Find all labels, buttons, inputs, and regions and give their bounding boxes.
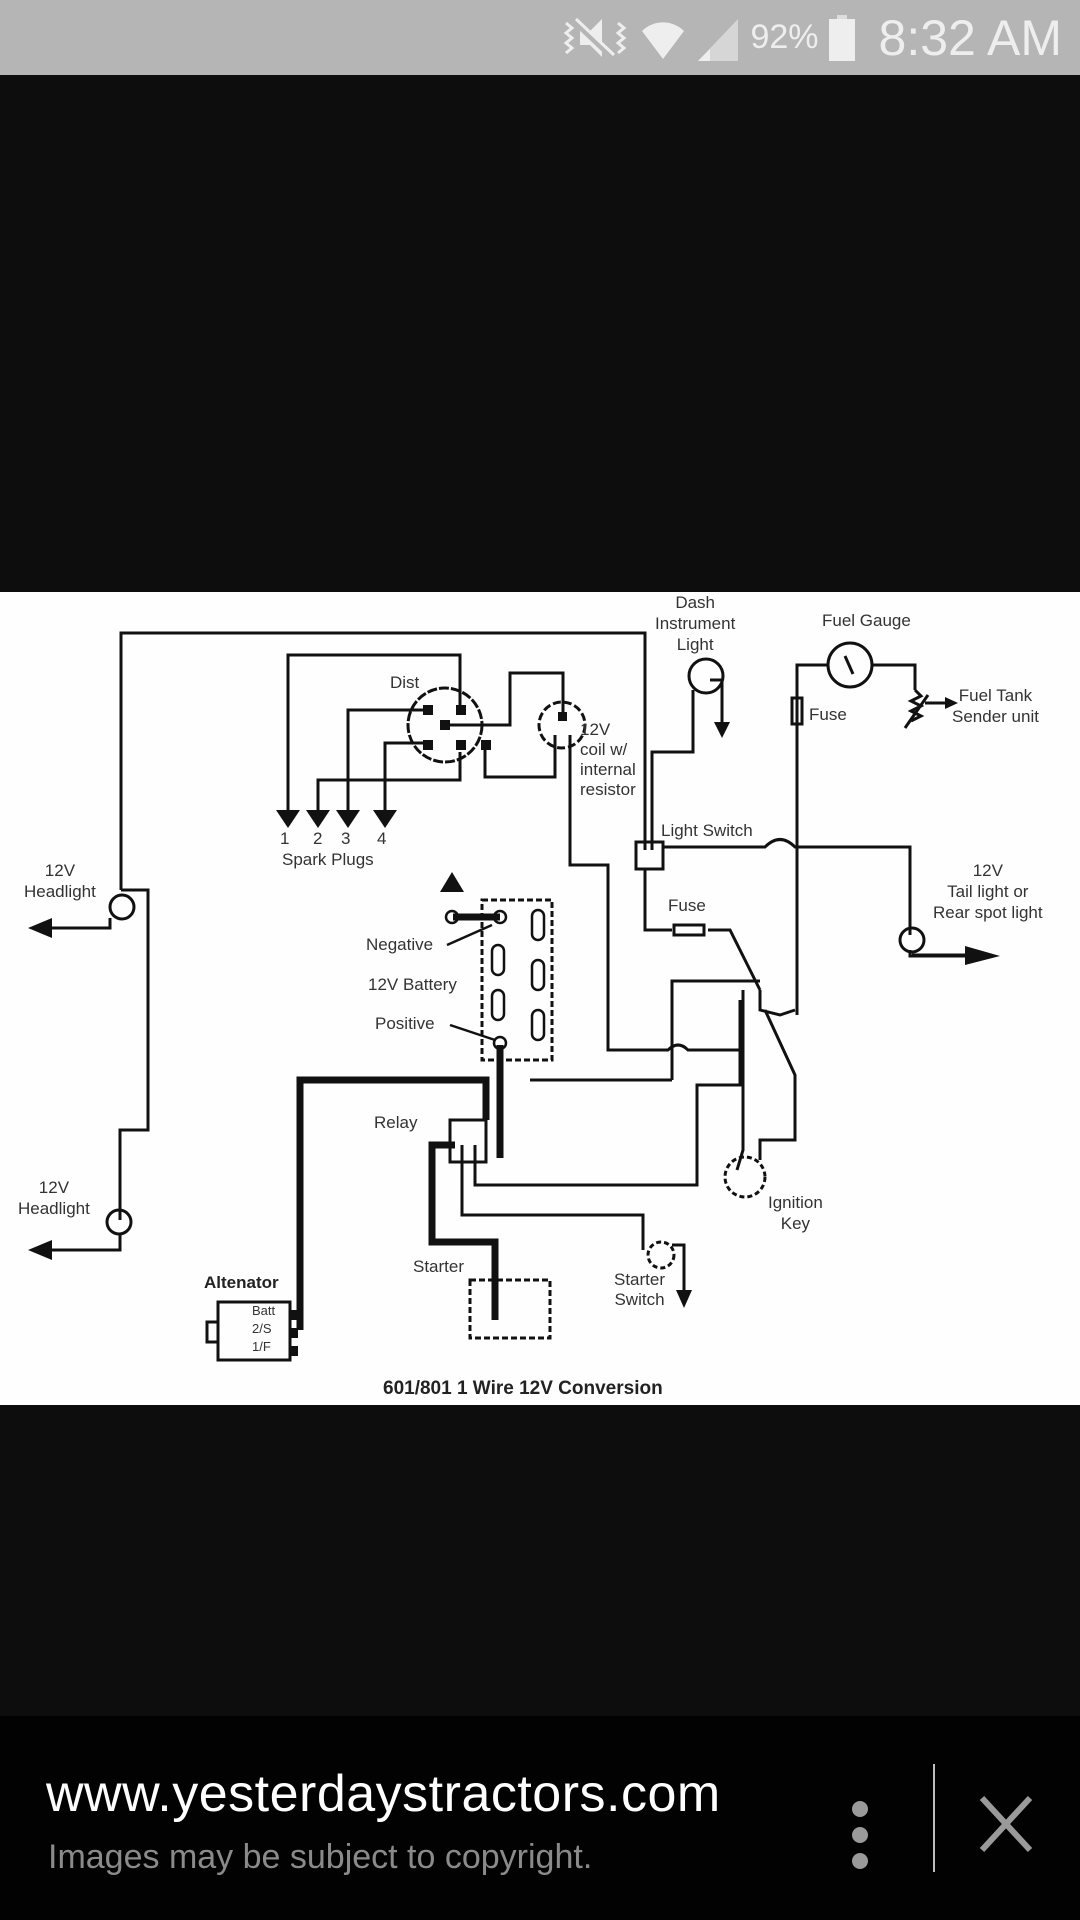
more-vertical-icon [852,1801,868,1817]
dist-label: Dist [390,673,420,692]
spark-plug-number: 2 [313,829,323,848]
fuse-label: Fuse [809,705,847,724]
alternator-label: Altenator [204,1273,279,1292]
fuel-gauge-label: Fuel Gauge [822,611,911,630]
spark-plug-number: 1 [280,829,290,848]
more-vertical-icon-dot [852,1827,868,1843]
close-button[interactable] [966,1784,1046,1864]
status-bar: 92% 8:32 AM [0,0,1080,75]
battery-negative-label: Negative [366,935,434,954]
spark-plug-number: 3 [341,829,351,848]
wiring-diagram-lines [28,631,1000,1362]
spark-plug-number: 4 [377,829,387,848]
battery-icon [828,14,855,61]
battery-percent: 92% [750,18,819,56]
copyright-notice: Images may be subject to copyright. [48,1838,593,1876]
starter-label: Starter [413,1257,465,1276]
cell-signal-icon [698,18,739,61]
more-options-button[interactable] [836,1780,884,1890]
close-icon [979,1795,1033,1853]
spark-plugs-label: Spark Plugs [282,850,374,869]
battery-label: 12V Battery [368,975,457,994]
wifi-icon [642,21,685,59]
divider [933,1764,935,1872]
diagram-title: 601/801 1 Wire 12V Conversion [383,1378,663,1399]
fuse-label: Fuse [668,896,706,915]
mute-vibrate-icon [564,17,627,59]
source-url-link[interactable]: www.yesterdaystractors.com [46,1765,721,1823]
battery-positive-label: Positive [375,1014,435,1033]
light-switch-label: Light Switch [661,821,753,840]
image-source-bar: www.yesterdaystractors.com Images may be… [0,1716,1080,1920]
clock: 8:32 AM [878,9,1062,66]
relay-label: Relay [374,1113,418,1132]
more-vertical-icon-dot [852,1853,868,1869]
